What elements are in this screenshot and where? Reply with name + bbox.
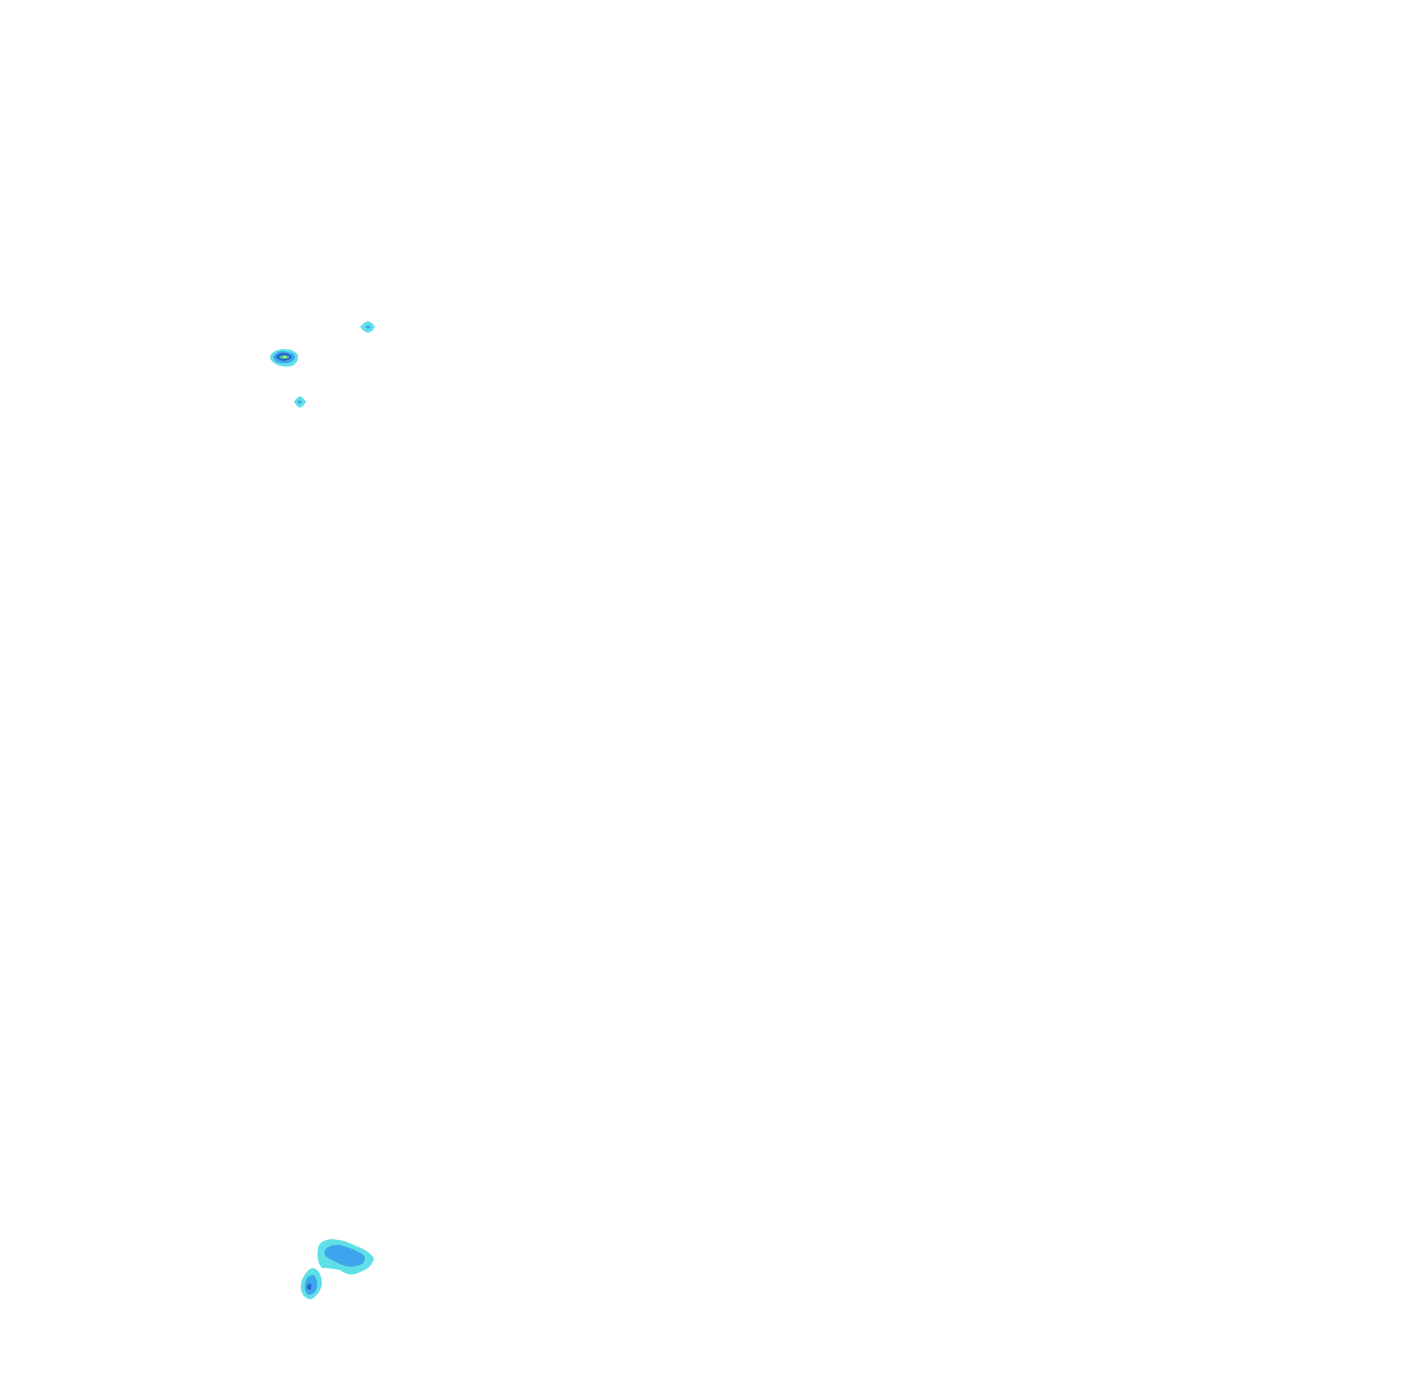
echo-cell-south-large [317,1239,374,1275]
echo-cell-small-north [294,396,306,408]
echo-cell-south-small [300,1268,322,1300]
echo-features [270,321,375,1300]
echo-cell-small-north-level-2 [297,400,302,404]
echo-cell-south-small-level-3 [307,1283,312,1290]
echo-cell-small-north-east-level-2 [365,325,371,329]
echo-cell-north-west-level-5 [282,356,287,358]
echo-cell-small-north-east [360,321,375,333]
echo-cell-south-large-level-2 [324,1244,365,1267]
echo-cell-north-west [270,349,299,367]
